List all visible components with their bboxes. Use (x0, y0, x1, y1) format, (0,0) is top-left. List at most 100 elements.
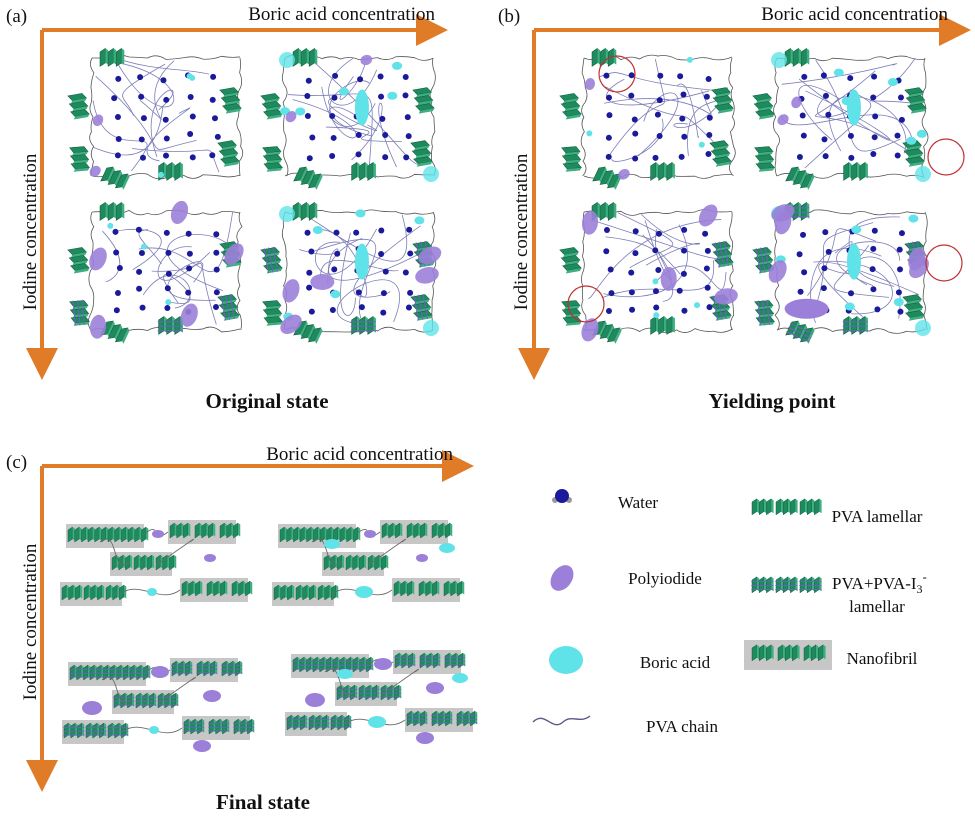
lamella-plate-side (331, 527, 334, 541)
lamella-plate-side (123, 555, 126, 569)
pva-lamella-block (591, 47, 617, 67)
lamella-plate-side (147, 693, 150, 707)
boric-acid-blob (107, 222, 114, 229)
water-molecule (137, 74, 144, 81)
pva-chain (657, 265, 727, 290)
lamella-plate-side (188, 523, 191, 537)
water-molecule (896, 266, 903, 273)
lamella-plate-side (823, 644, 826, 660)
panel-a-network-cells (67, 47, 442, 344)
pva-lamella-block (61, 584, 83, 601)
lamella-plate-side (755, 252, 772, 258)
lamella-plate-side (231, 523, 234, 537)
lamella-plate (666, 315, 673, 335)
water-molecule (306, 284, 313, 291)
water-molecule (706, 304, 713, 311)
i3-chain (786, 330, 810, 343)
lamella-plate-side (298, 48, 302, 65)
lamella-plate-side (342, 555, 345, 569)
lamella-plate-side (417, 100, 433, 106)
lamella-plate-side (265, 313, 282, 318)
water-molecule (140, 115, 147, 122)
lamella-plate-side (329, 585, 332, 599)
pva-lamella-block (711, 240, 734, 268)
water-molecule (165, 249, 172, 256)
water-molecule (163, 96, 170, 103)
lamella-plate-side (322, 585, 325, 599)
water-molecule (209, 96, 216, 103)
water-molecule (331, 94, 338, 101)
lamella-plate-side (461, 711, 464, 725)
pva-lamella-block (412, 87, 435, 114)
water-molecule (894, 132, 901, 139)
lamella-plate-side (220, 299, 237, 305)
water-molecule (382, 132, 389, 139)
lamella-plate (69, 154, 90, 162)
water-molecule (405, 304, 412, 311)
lamella-plate-side (80, 585, 83, 599)
water-molecule (655, 230, 662, 237)
pva-chain (116, 57, 210, 75)
lamella-plate (300, 324, 315, 339)
lamella-plate-side (714, 153, 730, 159)
lamella-plate-side (220, 719, 223, 733)
pva-lamella-block (87, 526, 109, 543)
pva-lamella-block (107, 722, 129, 739)
lamella-plate-side (597, 202, 601, 219)
boric-acid-blob (771, 52, 787, 68)
lamella-plate (754, 154, 775, 162)
lamella-plate-side (672, 316, 675, 333)
lamella-plate-side (350, 555, 353, 569)
pva-chain (798, 78, 891, 141)
boric-acid-blob (147, 588, 157, 596)
water-molecule (801, 73, 808, 80)
water-molecule (680, 91, 687, 98)
pva-lamella-block (904, 87, 927, 114)
lamella-plate-side (564, 106, 580, 112)
boric-acid-blob (916, 129, 927, 138)
lamella-plate-side (164, 316, 167, 333)
water-molecule (655, 267, 662, 274)
lamella-plate-side (119, 527, 122, 541)
water-molecule (189, 113, 196, 120)
network-cell (67, 47, 244, 190)
polyiodide-blob (310, 273, 335, 290)
water-molecule (187, 94, 194, 101)
pva-lamella-block (99, 47, 125, 67)
pva-lamella-block (157, 315, 183, 335)
lamella-plate-side (450, 523, 453, 537)
lamella-plate-side (314, 585, 317, 599)
lamella-plate (263, 162, 283, 170)
lamella-plate-side (73, 321, 90, 326)
water-molecule (871, 227, 878, 234)
panel-c-nanofibril-clusters (60, 520, 478, 752)
lamella-plate-side (176, 661, 179, 675)
lamella-plate-side (562, 98, 579, 104)
lamella-plate (766, 498, 772, 516)
lamella-plate (606, 173, 621, 189)
water-molecule (825, 248, 832, 255)
water-molecule (656, 97, 663, 104)
lamella-plate-side (223, 315, 240, 321)
lamella-plate-side (266, 167, 283, 172)
water-molecule (382, 268, 389, 275)
water-molecule (378, 227, 385, 234)
water-molecule (213, 289, 220, 296)
lamella-plate-side (393, 523, 396, 537)
nanofibril (66, 524, 149, 548)
lamella-plate-side (373, 316, 376, 333)
lamella-plate-side (148, 665, 151, 679)
lamella-plate-side (565, 114, 582, 120)
lamella-plate (607, 201, 614, 221)
water-molecule (309, 134, 316, 141)
pva-lamella-block (293, 320, 323, 344)
lamella-plate-side (172, 316, 175, 333)
pva-lamella-block (221, 660, 243, 677)
water-molecule (704, 284, 711, 291)
pva-lamella-block (418, 580, 440, 597)
lamella-plate-side (324, 657, 327, 671)
polyiodide-blob (415, 267, 439, 284)
lamella-plate-side (72, 151, 89, 156)
boric-acid-blob (279, 206, 295, 222)
boric-acid-icon (549, 646, 583, 674)
